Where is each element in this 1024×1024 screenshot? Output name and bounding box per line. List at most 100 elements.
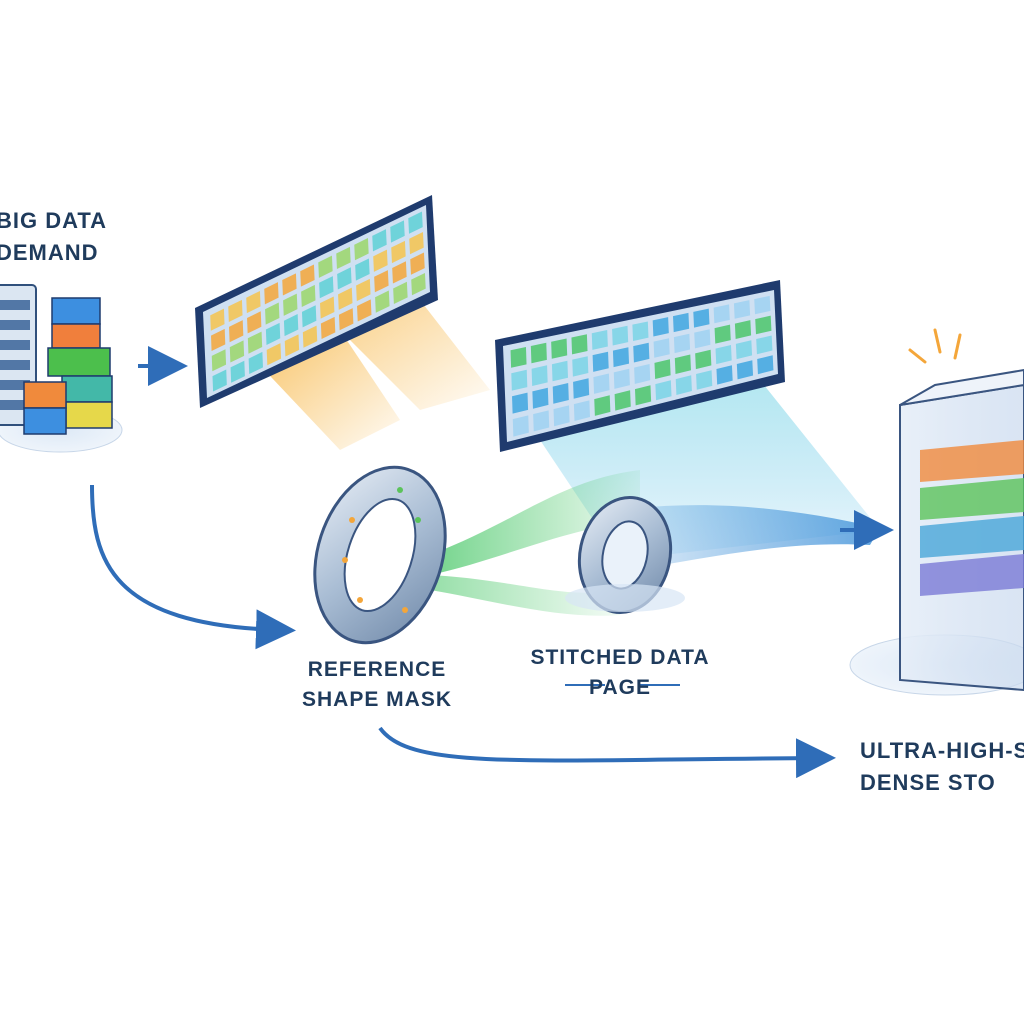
panel-cell [211, 328, 226, 352]
panel-cell [715, 344, 732, 365]
panel-cell [318, 255, 333, 278]
panel-cell [572, 356, 589, 377]
panel-cell [510, 347, 527, 368]
data-panel-2 [495, 280, 785, 452]
storage-layer [920, 440, 1024, 482]
panel-cell [754, 295, 771, 315]
panel-cell [320, 296, 335, 319]
panel-cell [634, 385, 652, 406]
panel-cell [593, 373, 610, 394]
panel-cell [613, 368, 630, 389]
panel-cell [391, 240, 406, 264]
panel-cell [573, 400, 590, 422]
storage-layer [920, 516, 1024, 558]
panel-cell [372, 229, 387, 252]
panel-cell [211, 349, 227, 372]
panel-cell [354, 238, 369, 261]
big-data-label-line-1: BIG DATA [0, 208, 108, 233]
panel-cell [512, 392, 529, 414]
panel-cell [591, 329, 608, 350]
panel-cell [614, 390, 631, 411]
panel-cell [229, 340, 245, 363]
panel-cell [408, 211, 423, 234]
panel-cell [356, 278, 371, 302]
panel-cell [634, 364, 651, 384]
panel-cell [533, 410, 550, 432]
panel-cell [283, 314, 299, 337]
panel-cell [300, 264, 315, 287]
panel-cell [674, 354, 691, 375]
panel-cell [230, 360, 245, 383]
panel-cell [653, 338, 670, 358]
panel-cell [338, 287, 353, 310]
flow-arrow-2 [378, 726, 836, 779]
panel-cell [212, 369, 227, 392]
panel-cell [632, 321, 649, 342]
panel-cell [696, 370, 713, 390]
stitched-label-line-1: STITCHED DATA [530, 646, 710, 669]
big-data-label-line-2: DEMAND [0, 239, 99, 265]
reference-label: REFERENCE SHAPE MASK [292, 655, 462, 716]
panel-cell [675, 375, 692, 396]
panel-cell [247, 331, 263, 354]
panel-cell [266, 343, 282, 366]
panel-cell [716, 365, 733, 385]
panel-cell [571, 334, 588, 355]
panel-cell [246, 290, 261, 314]
panel-cell [713, 304, 730, 324]
panel-cell [374, 270, 389, 293]
flow-arrow-1 [90, 484, 296, 650]
panel-cell [633, 342, 650, 363]
panel-cell [592, 351, 609, 372]
panel-cell [320, 316, 336, 340]
panel-cell [612, 347, 630, 368]
storage-cube-icon [849, 328, 1024, 696]
panel-cell [284, 334, 300, 357]
sparkle-icon [908, 328, 962, 364]
panel-cell [512, 415, 529, 437]
data-panel-1 [195, 195, 438, 408]
panel-cell [265, 302, 280, 325]
panel-cell [694, 329, 711, 349]
panel-cell [733, 300, 751, 319]
panel-cell [375, 290, 390, 313]
panel-cell [338, 308, 354, 331]
reference-label-line-2: SHAPE MASK [301, 688, 453, 712]
stitched-label: STITCHED DATA PAGE [520, 643, 720, 704]
panel-cell [229, 320, 244, 343]
stitched-ring-icon [565, 496, 685, 614]
panel-cell [736, 360, 754, 380]
panel-cell [336, 246, 351, 270]
blue-beam [620, 505, 880, 570]
panel-cell [390, 220, 405, 243]
panel-cell [551, 338, 568, 359]
panel-cell [337, 267, 352, 290]
panel-cell [393, 281, 408, 304]
panel-cell [228, 299, 243, 322]
panel-cell [652, 317, 669, 337]
panel-cell [756, 335, 773, 355]
stitched-label-line-2: PAGE [589, 676, 651, 700]
panel-cell [553, 405, 570, 427]
panel-cell [282, 273, 297, 296]
panel-cell [755, 315, 772, 335]
storage-label: ULTRA-HIGH-S DENSE STO [860, 735, 1024, 799]
panel-cell [210, 308, 225, 331]
reference-label-line-1: REFERENCE [307, 658, 447, 681]
panel-cell [355, 258, 370, 281]
panel-cell [532, 387, 549, 409]
panel-cell [531, 365, 548, 386]
panel-cell [265, 322, 281, 345]
panel-cell [247, 311, 262, 334]
panel-cell [757, 355, 774, 375]
reference-ring-icon [313, 465, 447, 645]
panel-cell [530, 342, 547, 364]
panel-cell [673, 333, 691, 354]
panel-cell [552, 383, 569, 404]
green-beam [430, 470, 640, 616]
big-data-label: BIG DATA DEMAND [0, 205, 107, 269]
data-blocks-icon [23, 297, 113, 435]
panel-cell [409, 232, 424, 255]
